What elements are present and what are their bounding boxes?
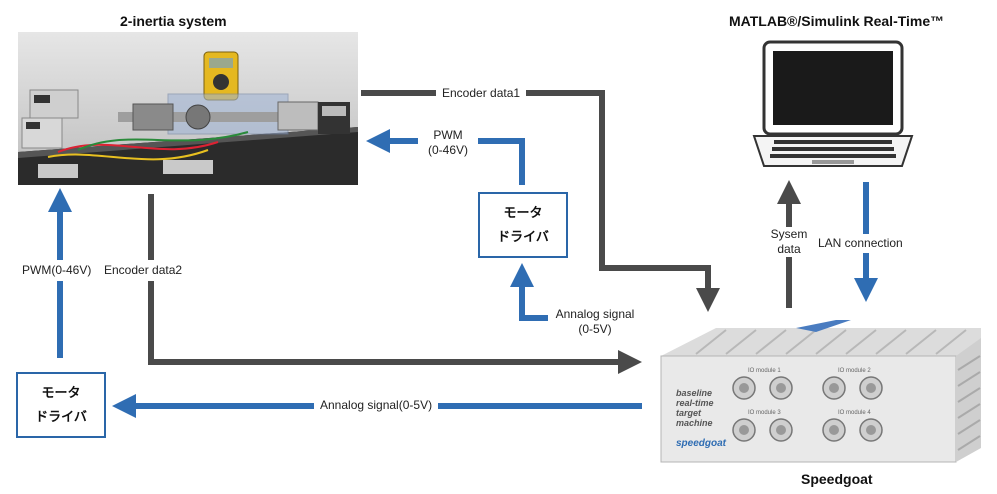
io-module-label: IO module 4 bbox=[838, 410, 871, 416]
system-data-label: Sysem data bbox=[764, 227, 814, 257]
host-title: MATLAB®/Simulink Real-Time™ bbox=[729, 13, 945, 29]
device-line: baseline bbox=[676, 388, 713, 398]
driver-label: モータ bbox=[503, 205, 543, 220]
device-text: baseline real-time target machine bbox=[676, 388, 714, 428]
target-title: Speedgoat bbox=[801, 471, 873, 487]
speedgoat-drawing bbox=[660, 320, 981, 463]
driver-label: ドライバ bbox=[35, 409, 87, 424]
label-line: Sysem bbox=[770, 227, 808, 241]
pwm-left-label: PWM(0-46V) bbox=[20, 260, 94, 281]
label-line: (0-46V) bbox=[427, 143, 468, 157]
motor-driver-bottom: モータ ドライバ bbox=[16, 372, 106, 438]
io-module-label: IO module 1 bbox=[748, 368, 781, 374]
device-line: real-time bbox=[676, 398, 714, 408]
label-line: PWM bbox=[433, 128, 463, 142]
io-module-label: IO module 3 bbox=[748, 410, 781, 416]
analog-top-label: Annalog signal (0-5V) bbox=[548, 307, 642, 337]
device-brand: speedgoat bbox=[676, 438, 727, 449]
lab-photo-drawing bbox=[18, 32, 358, 185]
speedgoat-device: baseline real-time target machine speedg… bbox=[656, 308, 986, 468]
motor-driver-top: モータ ドライバ bbox=[478, 192, 568, 258]
encoder2-arrow bbox=[148, 194, 642, 374]
analog-bottom-label: Annalog signal(0-5V) bbox=[314, 398, 439, 413]
label-line: Annalog signal bbox=[555, 307, 635, 321]
io-module-label: IO module 2 bbox=[838, 368, 871, 374]
encoder1-label: Encoder data1 bbox=[436, 86, 527, 101]
laptop bbox=[752, 40, 914, 174]
pwm-top-label: PWM (0-46V) bbox=[418, 128, 478, 158]
driver-label: ドライバ bbox=[497, 229, 549, 244]
device-line: target bbox=[676, 408, 702, 418]
system-title: 2-inertia system bbox=[120, 13, 227, 29]
label-line: (0-5V) bbox=[578, 322, 612, 336]
label-line: data bbox=[777, 242, 801, 256]
lab-photo bbox=[18, 32, 358, 185]
device-line: machine bbox=[676, 418, 713, 428]
lan-label: LAN connection bbox=[816, 234, 905, 253]
laptop-drawing bbox=[752, 40, 914, 167]
driver-label: モータ bbox=[41, 385, 81, 400]
encoder2-label: Encoder data2 bbox=[102, 260, 185, 281]
